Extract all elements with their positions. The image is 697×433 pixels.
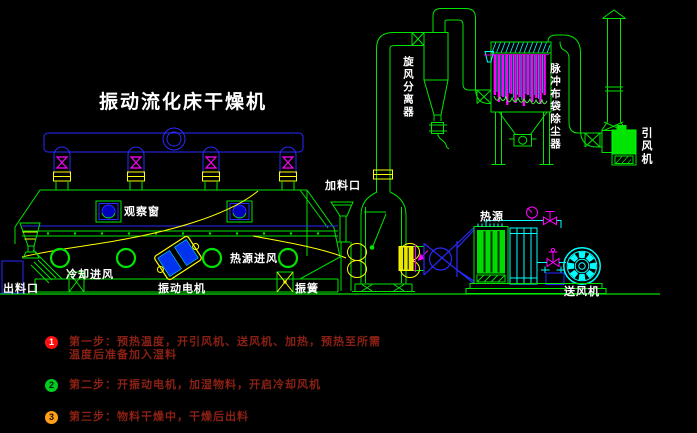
wet-scrubber-vessel [352, 191, 424, 292]
label-feed-port: 加料口 [325, 180, 361, 192]
manifold-flanges [53, 171, 297, 182]
step-3-line-1: 第三步：物料干燥中，干燥后出料 [69, 411, 249, 423]
gauge-and-valves [485, 206, 562, 228]
step-2-badge: 2 [45, 379, 58, 392]
step-2-text: 第二步：开振动电机，加湿物料，开启冷却风机 [69, 379, 321, 392]
feed-funnel [330, 201, 354, 291]
step-row-2: 2 第二步：开振动电机，加湿物料，开启冷却风机 [45, 379, 321, 392]
vessel-outlet-heater-block [398, 246, 414, 271]
filter-bags [493, 54, 549, 106]
label-discharge-port: 出料口 [3, 283, 39, 295]
label-vibration-motor: 振动电机 [158, 283, 206, 295]
deck-rivets [46, 232, 320, 235]
step-1-badge: 1 [45, 336, 58, 349]
vibrator-mount-circles [49, 247, 299, 269]
observation-window-right [226, 200, 253, 223]
dryer-top-manifold [43, 127, 304, 174]
vibration-motor-drawing [154, 235, 202, 281]
flow-direction-arrow [415, 244, 429, 272]
step-1-line-2: 温度后准备加入湿料 [69, 348, 177, 361]
bag-filter-top-hatch [491, 42, 551, 53]
equipment-plinth [465, 283, 607, 294]
label-heat-source-air-inlet: 热源进风 [230, 253, 278, 265]
diagram-title: 振动流化床干燥机 [99, 92, 268, 113]
cyclone-separator-drawing [376, 8, 492, 192]
step-row-3: 3 第三步：物料干燥中，干燥后出料 [45, 411, 249, 424]
step-3-text: 第三步：物料干燥中，干燥后出料 [69, 411, 249, 424]
discharge-box [1, 260, 24, 294]
label-induced-draft-fan: 引风机 [640, 127, 652, 166]
label-pulse-bag-dust-collector: 脉冲布袋除尘器 [549, 63, 561, 151]
label-heat-source: 热源 [480, 211, 504, 223]
step-3-badge: 3 [45, 411, 58, 424]
circulation-fan-symbol [423, 227, 475, 284]
riser-flange [373, 169, 393, 180]
lower-valve-assembly [537, 247, 566, 285]
pulse-air-header [484, 51, 495, 63]
label-observation-window: 观察窗 [124, 206, 160, 218]
label-vibration-spring: 振簧 [295, 283, 319, 295]
discharge-cone-bands [22, 231, 38, 240]
label-supply-fan: 送风机 [564, 286, 600, 298]
exhaust-stack [601, 9, 627, 131]
manifold-valve-icons [55, 156, 295, 169]
id-fan-duct [547, 34, 602, 148]
supply-fan-drawing [563, 247, 601, 285]
filter-cartridge-bank [509, 227, 538, 285]
bag-filter-housing [490, 41, 554, 165]
vibration-spring-drawing [276, 271, 294, 293]
discharge-cone [19, 222, 57, 284]
step-1-text: 第一步：预热温度，开引风机、送风机、加热，预热至所需 温度后准备加入湿料 [69, 336, 381, 361]
induced-draft-fan-drawing [601, 125, 637, 166]
label-cooling-air-inlet: 冷却进风 [66, 269, 114, 281]
step-row-1: 1 第一步：预热温度，开引风机、送风机、加热，预热至所需 温度后准备加入湿料 [45, 336, 381, 361]
support-leg-left [68, 271, 85, 293]
observation-window-left [95, 200, 122, 223]
heat-source-drawing [473, 223, 509, 284]
label-cyclone-separator: 旋风分离器 [402, 56, 414, 119]
step-1-line-1: 第一步：预热温度，开引风机、送风机、加热，预热至所需 [69, 336, 381, 348]
step-2-line-1: 第二步：开振动电机，加湿物料，开启冷却风机 [69, 379, 321, 391]
